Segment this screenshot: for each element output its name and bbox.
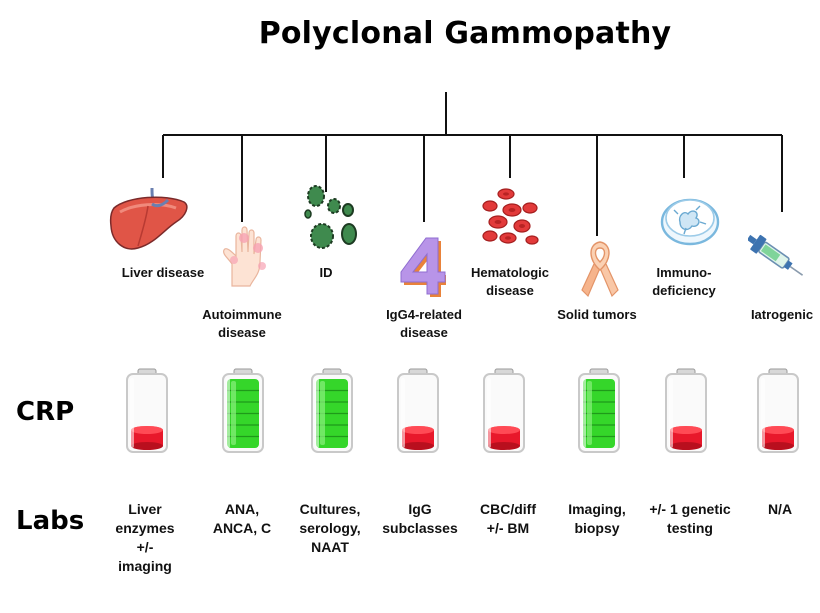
inflamed-hand-icon [223, 226, 266, 287]
labs-line: ANCA, C [212, 520, 272, 536]
labs-text-immuno: +/- 1 genetic testing [640, 500, 740, 538]
crp-battery-immuno [665, 368, 707, 453]
crp-battery-liver [126, 368, 168, 453]
crp-battery-autoimmune [222, 368, 264, 453]
labs-line: CBC/diff [480, 501, 536, 517]
labs-line: enzymes [115, 520, 175, 536]
crp-battery-solid [578, 368, 620, 453]
category-label-immuno: Immuno-deficiency [652, 265, 716, 298]
labs-line: +/- 1 genetic [649, 501, 731, 517]
category-label-hematologic: Hematologic disease [470, 265, 549, 298]
crp-battery-igg4 [397, 368, 439, 453]
labs-line: +/- [136, 539, 154, 555]
category-label-id: ID [319, 265, 333, 280]
liver-icon [109, 187, 188, 250]
labs-line: IgG [408, 501, 432, 517]
labs-line: serology, [299, 520, 361, 536]
microbes-icon [304, 185, 357, 249]
category-label-iatrogenic: Iatrogenic [750, 307, 814, 322]
labs-row-label: Labs [16, 506, 85, 536]
crp-battery-hematologic [483, 368, 525, 453]
blood-cells-icon [482, 188, 539, 245]
labs-line: +/- BM [486, 520, 530, 536]
syringe-icon [748, 234, 804, 276]
labs-line: imaging [118, 558, 172, 574]
labs-line: N/A [767, 501, 793, 517]
crp-battery-id [311, 368, 353, 453]
labs-line: subclasses [382, 520, 458, 536]
petri-dish-icon [660, 198, 720, 246]
labs-line: testing [667, 520, 713, 536]
crp-row-label: CRP [16, 397, 75, 427]
labs-line: Imaging, [568, 501, 626, 517]
labs-text-hematologic: CBC/diff +/- BM [458, 500, 558, 538]
labs-line: Cultures, [299, 501, 361, 517]
labs-text-id: Cultures, serology, NAAT [280, 500, 380, 557]
awareness-ribbon-icon [581, 241, 619, 298]
labs-line: ANA, [224, 501, 260, 517]
labs-text-igg4: IgG subclasses [370, 500, 470, 538]
category-label-liver: Liver disease [121, 265, 205, 280]
labs-text-autoimmune: ANA, ANCA, C [192, 500, 292, 538]
labs-line: biopsy [574, 520, 620, 536]
category-label-igg4: IgG4-related disease [386, 307, 462, 340]
diagram-title: Polyclonal Gammopathy [258, 16, 672, 51]
labs-line: Liver [128, 501, 162, 517]
category-label-autoimmune: Autoimmune disease [202, 307, 282, 340]
labs-text-iatrogenic: N/A [730, 500, 820, 519]
labs-text-solid: Imaging, biopsy [547, 500, 647, 538]
crp-battery-iatrogenic [757, 368, 799, 453]
category-label-solid: Solid tumors [557, 307, 637, 322]
labs-line: NAAT [311, 539, 349, 555]
number-four-icon [400, 237, 446, 297]
labs-text-liver: Liver enzymes +/- imaging [95, 500, 195, 576]
